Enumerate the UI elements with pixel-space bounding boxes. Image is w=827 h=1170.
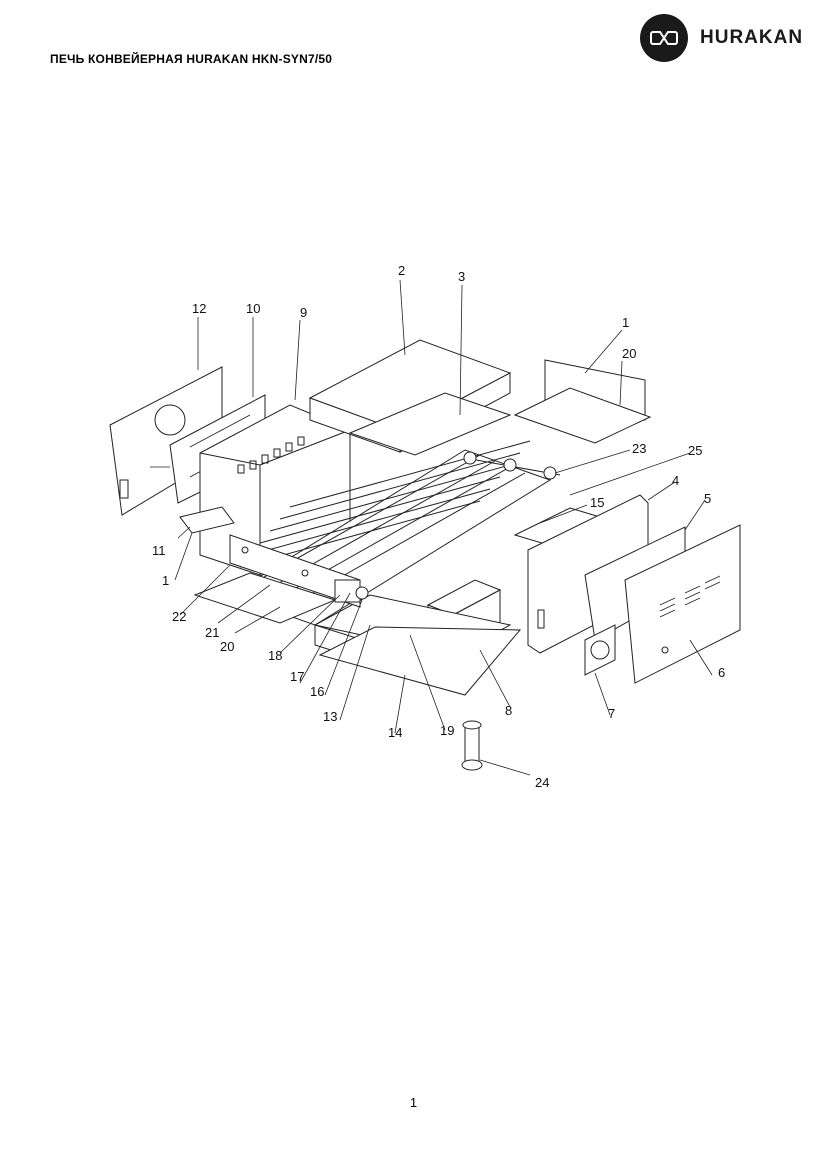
label-7: 7: [608, 706, 615, 721]
label-14: 14: [388, 725, 402, 740]
part-drive-roller: [334, 579, 369, 603]
label-21: 21: [205, 625, 219, 640]
label-24: 24: [535, 775, 549, 790]
part-right-cover: [624, 524, 741, 684]
exploded-view-diagram: 12 10 9 2 3 1 20 23 25 15 4 5 6 7 8 19 1…: [100, 255, 760, 795]
label-4: 4: [672, 473, 679, 488]
part-foot: [461, 720, 483, 771]
label-17: 17: [290, 669, 304, 684]
label-16: 16: [310, 684, 324, 699]
label-11: 11: [152, 543, 166, 558]
part-left-housing: [199, 404, 351, 581]
label-1-left: 1: [162, 573, 169, 588]
label-22: 22: [172, 609, 186, 624]
label-15: 15: [590, 495, 604, 510]
leader-lines: [174, 279, 713, 776]
page-number: 1: [409, 1095, 418, 1110]
label-1-top: 1: [622, 315, 629, 330]
label-20-top: 20: [622, 346, 636, 361]
label-20-bottom: 20: [220, 639, 234, 654]
brand-name: HURAKAN: [700, 27, 804, 48]
label-23: 23: [632, 441, 646, 456]
part-rear-cover: [109, 366, 223, 516]
infinity-logo-icon: [640, 14, 688, 62]
document-title: ПЕЧЬ КОНВЕЙЕРНАЯ HURAKAN HKN-SYN7/50: [50, 52, 333, 66]
label-5: 5: [704, 491, 711, 506]
part-left-tray: [179, 506, 235, 534]
part-labels: 12 10 9 2 3 1 20 23 25 15 4 5 6 7 8 19 1…: [152, 263, 725, 790]
part-motor-plate: [584, 624, 616, 676]
part-inner-lid: [348, 392, 512, 456]
label-19: 19: [440, 723, 454, 738]
part-drive-shaft: [463, 451, 561, 480]
label-10: 10: [246, 301, 260, 316]
label-12: 12: [192, 301, 206, 316]
label-18: 18: [268, 648, 282, 663]
label-8: 8: [505, 703, 512, 718]
label-9: 9: [300, 305, 307, 320]
brand-logo: HURAKAN: [640, 14, 803, 62]
label-3: 3: [458, 269, 465, 284]
label-25: 25: [688, 443, 702, 458]
part-right-tray: [513, 359, 652, 444]
label-13: 13: [323, 709, 337, 724]
label-2: 2: [398, 263, 405, 278]
label-6: 6: [718, 665, 725, 680]
